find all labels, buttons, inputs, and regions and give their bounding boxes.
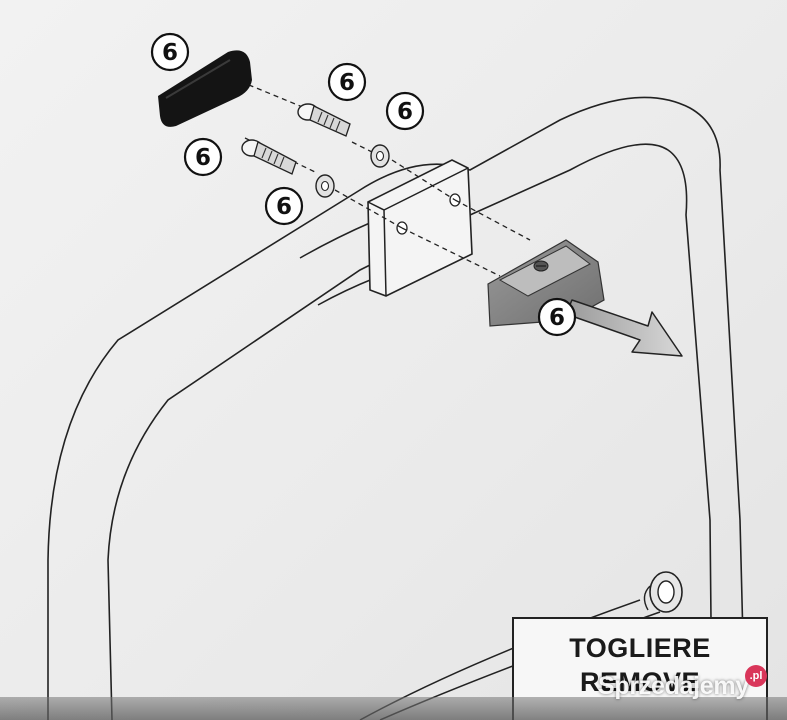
- bolt-upper: [297, 103, 351, 137]
- bolt-lower: [241, 139, 297, 175]
- callout-washer-lower: 6: [264, 186, 304, 226]
- washer-upper: [370, 144, 390, 168]
- watermark-brand-text: Sprzedajemy: [598, 672, 749, 700]
- remove-label-italian: TOGLIERE: [569, 633, 711, 663]
- rubber-pad-part: [158, 50, 252, 127]
- callout-label: 6: [195, 145, 211, 171]
- callout-removed-mount: 6: [537, 297, 577, 337]
- remove-direction-arrow: [565, 299, 683, 357]
- callout-label: 6: [276, 194, 292, 220]
- callout-bolt-upper: 6: [327, 62, 367, 102]
- callout-bolt-lower: 6: [183, 137, 223, 177]
- callout-label: 6: [162, 40, 178, 66]
- washer-lower: [315, 174, 335, 198]
- callout-label: 6: [397, 99, 413, 125]
- watermark-badge-icon: .pl: [745, 665, 767, 687]
- callout-washer-upper: 6: [385, 91, 425, 131]
- callout-label: 6: [339, 70, 355, 96]
- frame-bracket-neck: [299, 221, 376, 306]
- callout-rubber-pad: 6: [150, 32, 190, 72]
- remove-label-english: REMOVE: [579, 667, 701, 697]
- watermark-band: [0, 697, 787, 720]
- frame-tube-inner: [107, 143, 713, 720]
- callout-label: 6: [549, 305, 565, 331]
- mounting-bracket: [367, 159, 473, 297]
- bushing-part: [643, 571, 683, 613]
